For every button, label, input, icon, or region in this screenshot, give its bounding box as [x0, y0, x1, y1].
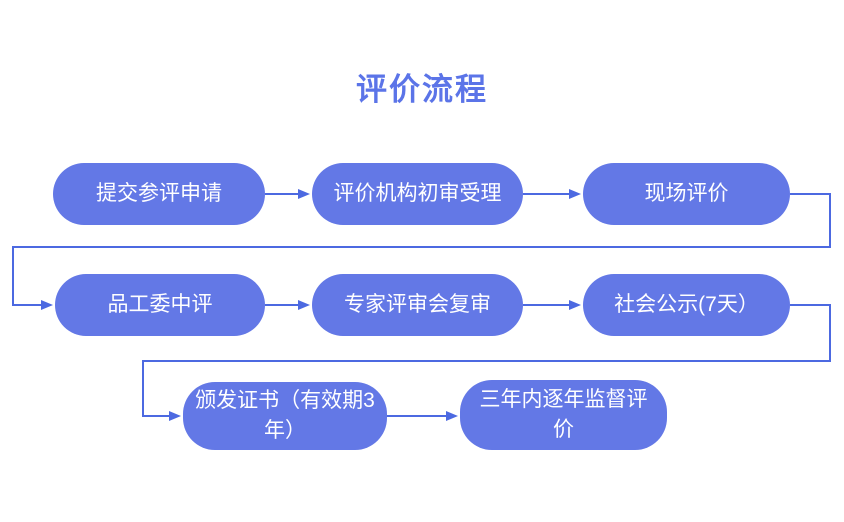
flow-node-label: 现场评价 — [644, 181, 729, 205]
flow-node-committee-mid-review: 品工委中评 — [55, 274, 265, 336]
flow-node-certificate-issuance: 颁发证书（有效期3年） — [183, 382, 387, 450]
flow-node-label: 评价机构初审受理 — [333, 181, 502, 205]
connector-onsite-to-committee-wrap — [12, 193, 831, 310]
flow-node-agency-initial-review: 评价机构初审受理 — [312, 163, 523, 225]
flow-node-public-notice: 社会公示(7天） — [583, 274, 790, 336]
flow-node-submit-application: 提交参评申请 — [53, 163, 265, 225]
connector-notice-to-certificate-wrap — [142, 304, 831, 421]
flow-node-label: 社会公示(7天） — [614, 292, 759, 316]
flow-node-expert-panel-review: 专家评审会复审 — [312, 274, 523, 336]
flow-node-label: 专家评审会复审 — [344, 292, 491, 316]
flow-node-label: 颁发证书（有效期3年） — [195, 388, 375, 442]
flow-node-label: 提交参评申请 — [96, 181, 222, 205]
flow-node-label: 三年内逐年监督评价 — [479, 387, 648, 441]
flow-node-annual-supervision: 三年内逐年监督评价 — [460, 380, 667, 450]
flow-node-onsite-evaluation: 现场评价 — [583, 163, 790, 225]
flow-node-label: 品工委中评 — [107, 292, 213, 316]
page-title: 评价流程 — [356, 72, 488, 107]
